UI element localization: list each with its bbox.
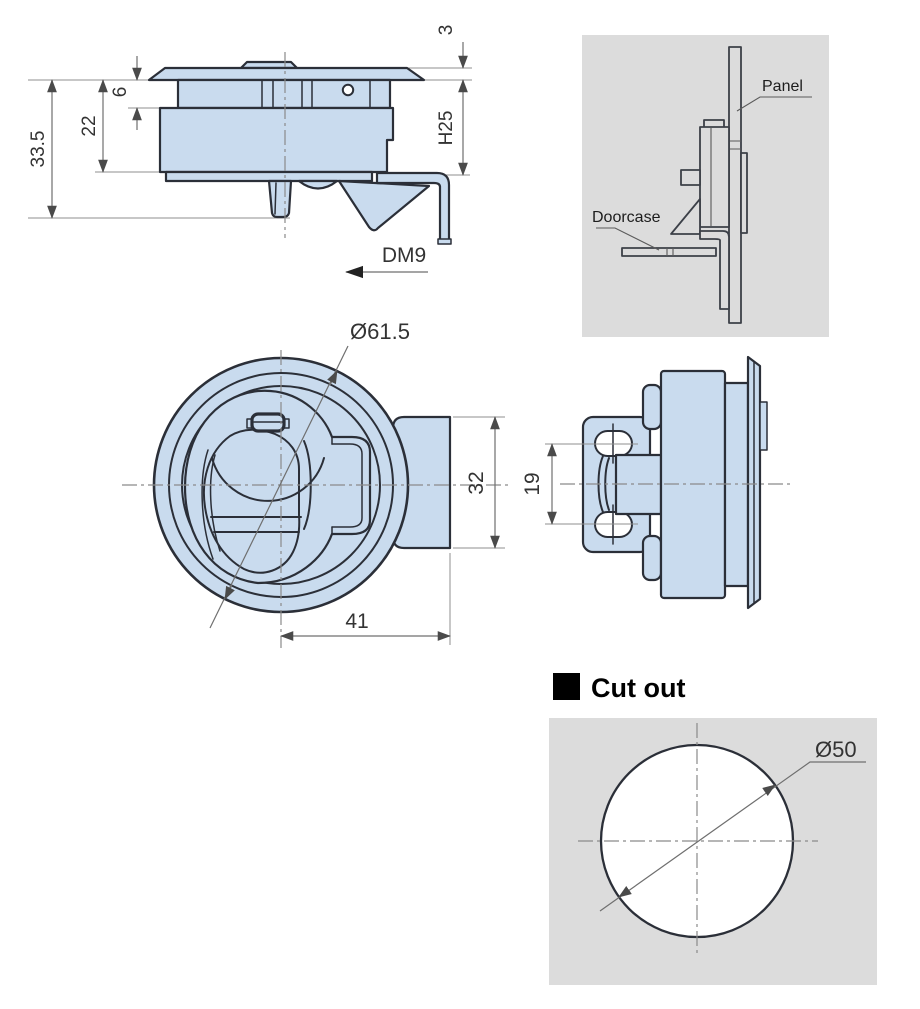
lock-tab bbox=[267, 179, 293, 219]
doorcase-label: Doorcase bbox=[592, 209, 661, 226]
spring-pin bbox=[341, 83, 355, 97]
doorcase-part bbox=[621, 247, 717, 257]
dim-recess-depth-label: 6 bbox=[110, 87, 131, 98]
panel-label: Panel bbox=[762, 78, 803, 95]
dim-grip-range: H25 bbox=[436, 79, 468, 176]
latch-pawl-part bbox=[670, 198, 701, 235]
dim-flange-height-label: 3 bbox=[436, 25, 457, 36]
latch-body bbox=[158, 106, 395, 174]
dim-handle-width: 41 bbox=[280, 553, 451, 645]
pivot-slot bbox=[246, 412, 290, 433]
body-tab-top bbox=[641, 383, 663, 431]
side-section-view: 33.5 22 6 3 H25 DM9 bbox=[28, 25, 472, 279]
cam-boss bbox=[297, 179, 339, 190]
dim-slot-spacing-label: 19 bbox=[521, 472, 544, 495]
upper-housing bbox=[176, 78, 392, 110]
body-lip bbox=[164, 170, 374, 183]
dim-body-height: 22 bbox=[79, 79, 108, 173]
dim-hole-diameter-label: Ø50 bbox=[815, 737, 857, 762]
panel-part bbox=[728, 46, 742, 324]
dim-recess-depth: 6 bbox=[110, 56, 142, 130]
body-tab-bottom bbox=[641, 534, 663, 582]
dim-grip-range-label: H25 bbox=[436, 111, 457, 146]
front-view: Ø61.5 32 41 bbox=[122, 319, 510, 648]
paddle-handle bbox=[183, 389, 372, 585]
keeper-part bbox=[699, 230, 730, 310]
installation-diagram: Panel Doorcase bbox=[582, 35, 829, 337]
flange-edge-part bbox=[740, 152, 748, 234]
section-marker-icon bbox=[553, 673, 580, 700]
flange-button bbox=[759, 401, 768, 451]
direction-code-label: DM9 bbox=[382, 244, 426, 267]
cutout-section: Cut out Ø50 bbox=[549, 673, 877, 985]
dim-total-height-label: 33.5 bbox=[28, 131, 49, 168]
dim-flange-diameter-label: Ø61.5 bbox=[350, 319, 410, 344]
keeper-foot bbox=[437, 238, 452, 245]
dim-handle-width-label: 41 bbox=[345, 610, 368, 633]
dim-tab-height-label: 32 bbox=[465, 471, 488, 494]
dim-flange-diameter: Ø61.5 bbox=[209, 319, 410, 629]
cutout-heading: Cut out bbox=[591, 673, 685, 703]
latch-body-part bbox=[699, 126, 730, 228]
finger-recess bbox=[202, 428, 301, 574]
dim-tab-height: 32 bbox=[453, 416, 505, 549]
cam-pawl bbox=[337, 179, 431, 232]
side-profile-view: 19 bbox=[521, 355, 790, 610]
dim-slot-spacing: 19 bbox=[521, 443, 638, 525]
dim-body-height-label: 22 bbox=[79, 115, 100, 136]
doorcase-leader-line bbox=[596, 227, 660, 251]
latch-tab-part bbox=[680, 169, 701, 186]
dim-total-height: 33.5 bbox=[28, 79, 57, 219]
dim-flange-height: 3 bbox=[436, 25, 468, 69]
flange bbox=[147, 66, 426, 82]
dim-hole-diameter: Ø50 bbox=[599, 737, 866, 912]
panel-leader-line bbox=[736, 96, 812, 112]
dim-direction-code: DM9 bbox=[345, 244, 428, 279]
